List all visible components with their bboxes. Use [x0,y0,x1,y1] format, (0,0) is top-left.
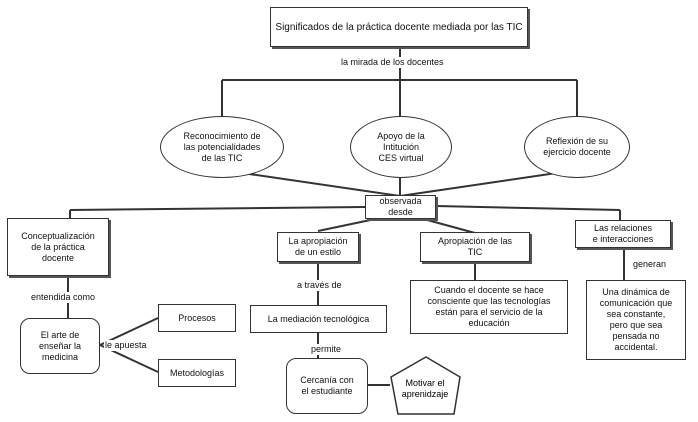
label-generan: generan [632,259,668,270]
observada-box: observada desde [365,195,436,219]
conceptualizacion-box: Conceptualización de la práctica docente [7,218,109,276]
cercania-box: Cercanía con el estudiante [286,358,368,414]
procesos-box: Procesos [158,304,236,332]
consciente-box: Cuando el docente se hace consciente que… [410,280,568,334]
label-entendida: entendida como [30,292,97,303]
arte-box: El arte de enseñar la medicina [20,318,100,374]
label-apuesta: le apuesta [104,340,148,351]
potencialidades-ellipse: Reconocimiento de las potencialidades de… [160,116,284,178]
apropiacion-estilo-box: La apropiación de un estilo [277,232,359,262]
apoyo-ellipse: Apoyo de la Intitución CES virtual [350,116,452,178]
apropiacion-tic-box: Apropiación de las TIC [420,232,530,262]
relaciones-box: Las relaciones e interacciones [575,220,671,248]
reflexion-ellipse: Reflexión de su ejercicio docente [524,116,630,178]
root-concept: Significados de la práctica docente medi… [270,7,528,47]
motivar-pentagon [390,356,461,415]
dinamica-box: Una dinámica de comunicación que sea con… [586,280,686,360]
label-mirada: la mirada de los docentes [340,57,445,68]
label-permite: permite [310,344,343,355]
motivar-label: Motivar el aprenidzaje [401,378,449,399]
metodologias-box: Metodologías [158,359,236,387]
mediacion-box: La mediación tecnológica [250,305,387,333]
label-traves: a través de [296,280,343,291]
